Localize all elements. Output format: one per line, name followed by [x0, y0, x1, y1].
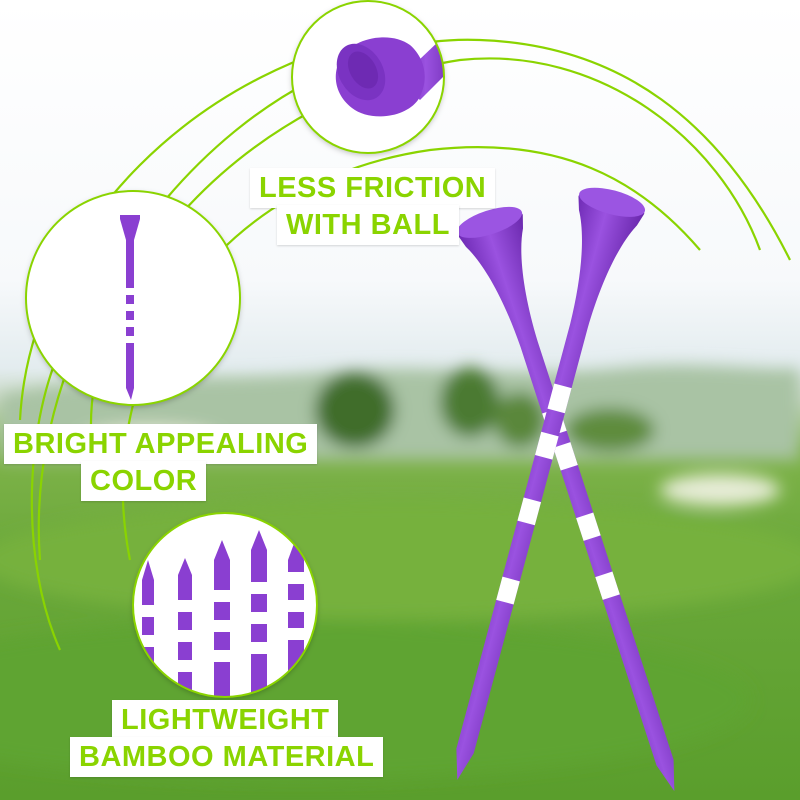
feature-label-lightweight-line-1: LIGHTWEIGHT	[112, 700, 339, 740]
crossed-tees	[456, 187, 675, 792]
tip-2	[178, 558, 192, 697]
tip-4	[251, 530, 267, 697]
tee-tips-closeup	[132, 512, 318, 698]
feature-label-lightweight-line-2: BAMBOO MATERIAL	[70, 737, 384, 777]
tee-b	[456, 187, 646, 780]
feature-label-friction-line-2: WITH BALL	[277, 205, 459, 245]
tee-top-closeup	[291, 0, 445, 154]
feature-label-color-line-2: COLOR	[81, 461, 207, 501]
tip-3	[214, 540, 230, 697]
tee-single-closeup	[25, 190, 241, 406]
feature-label-color-line-1: BRIGHT APPEALING	[4, 424, 318, 464]
feature-label-friction-line-1: LESS FRICTION	[250, 168, 496, 208]
